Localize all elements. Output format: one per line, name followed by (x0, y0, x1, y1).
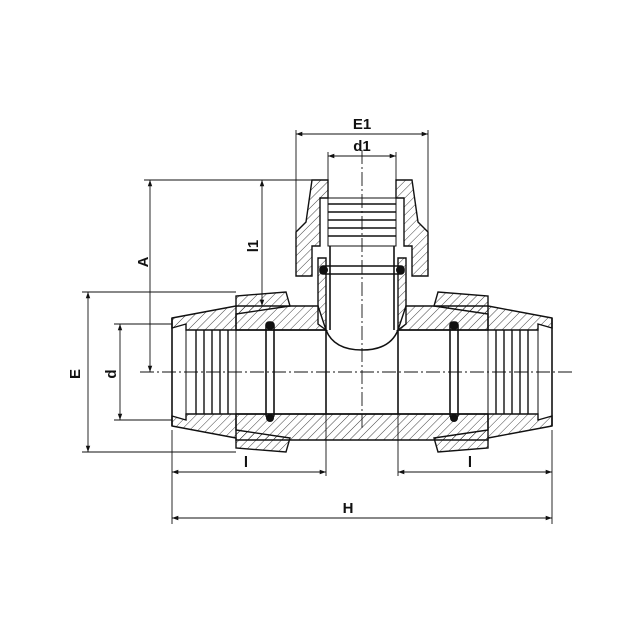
left-nut-bottom (171, 413, 291, 453)
right-nut-top (433, 291, 553, 331)
dim-l-right-label: l (468, 454, 472, 471)
dim-d-label: d (103, 369, 120, 378)
dim-A-label: A (135, 256, 152, 267)
right-o-ring (449, 321, 459, 422)
branch-wall-left (317, 257, 327, 331)
right-nut-bottom (433, 413, 553, 453)
right-union-nut (433, 291, 553, 453)
dim-l-left-label: l (244, 454, 248, 471)
branch-o-ring (319, 265, 405, 275)
branch-wall-right (397, 257, 407, 331)
right-thread (495, 330, 529, 414)
left-o-ring (265, 321, 275, 422)
dim-d1-label: d1 (353, 138, 371, 155)
centerlines (140, 150, 572, 430)
main-body (235, 305, 489, 441)
dim-H-label: H (343, 500, 354, 517)
dim-E1-label: E1 (353, 116, 371, 133)
left-thread (195, 330, 229, 414)
dim-l1-label: l1 (245, 240, 262, 253)
branch (295, 179, 429, 331)
dimensions: E1 d1 A l1 E d l l H (67, 116, 553, 524)
dim-E-label: E (67, 369, 84, 379)
branch-thread (328, 203, 396, 237)
